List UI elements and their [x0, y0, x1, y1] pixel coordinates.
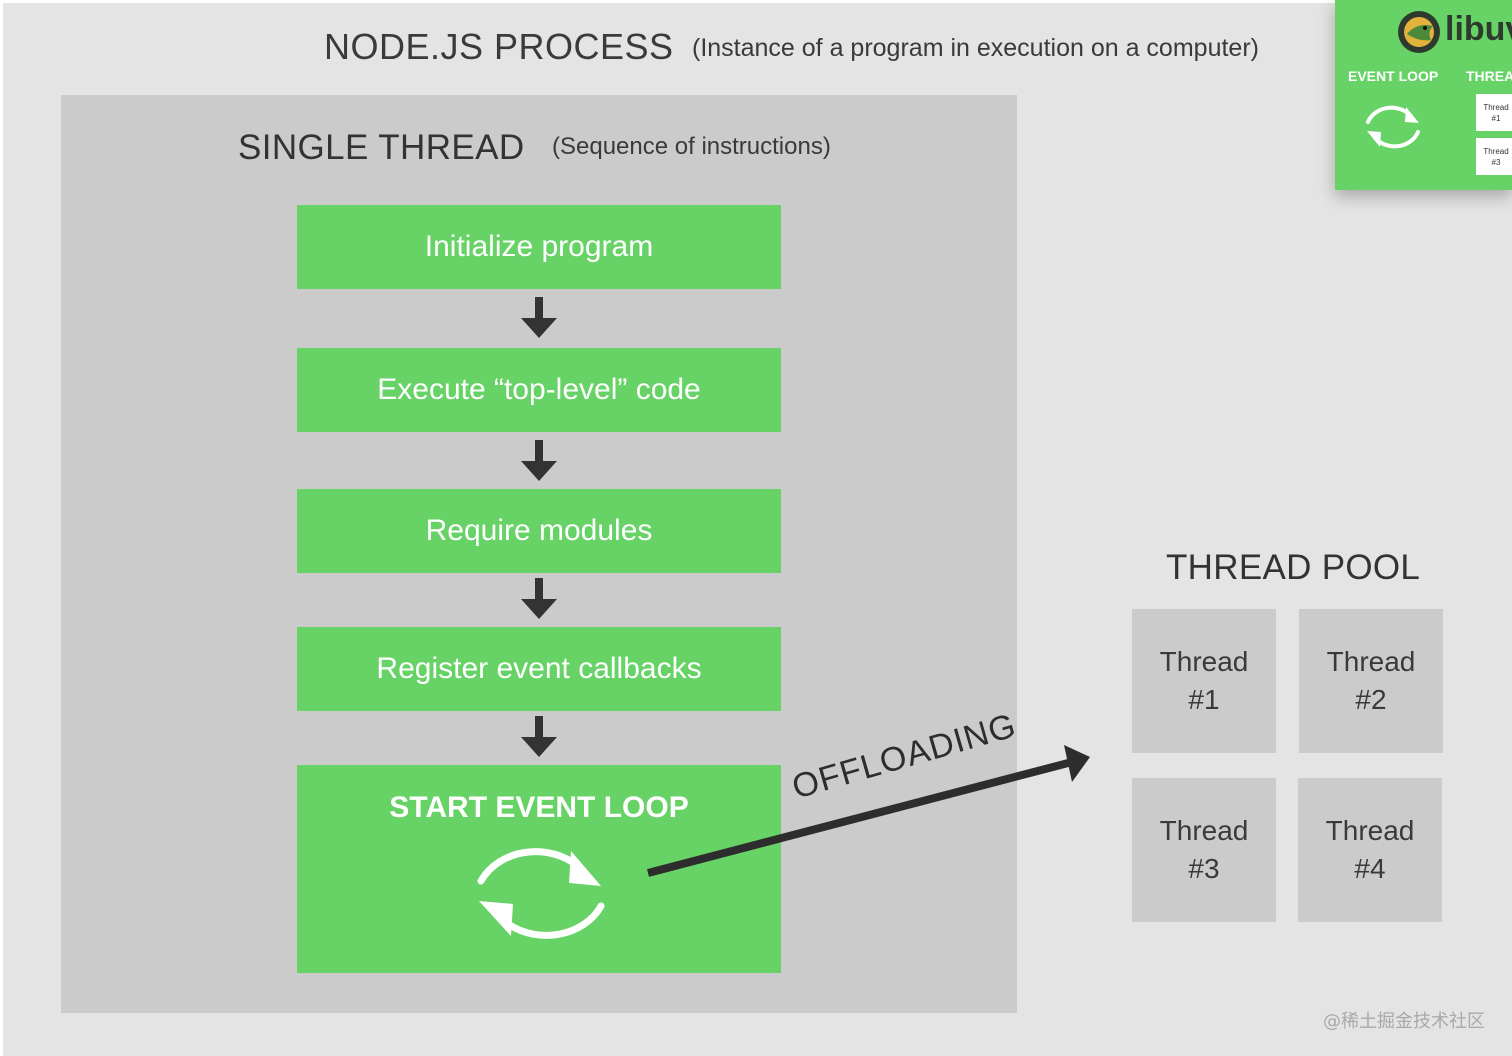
libuv-event-loop-label: EVENT LOOP: [1348, 68, 1439, 84]
mini-loop-arrows-icon: [1366, 105, 1420, 149]
thread-label: Thread: [1159, 815, 1249, 846]
single-thread-subtitle: (Sequence of instructions): [552, 133, 831, 160]
thread-2-box: Thread #2: [1299, 609, 1443, 753]
libuv-thread-pool-label: THREA: [1466, 68, 1512, 84]
step-initialize-program: Initialize program: [297, 205, 781, 289]
thread-pool-title: THREAD POOL: [1166, 548, 1421, 587]
step-require-modules: Require modules: [297, 489, 781, 573]
thread-number: #1: [1188, 684, 1220, 715]
watermark: @稀土掘金技术社区: [1323, 1011, 1485, 1032]
thread-number: #4: [1354, 853, 1386, 884]
libuv-badge: libuv EVENT LOOP THREA Thread #1 Thread …: [1335, 0, 1512, 190]
step-register-event-callbacks: Register event callbacks: [297, 627, 781, 711]
process-title: NODE.JS PROCESS: [324, 26, 674, 67]
thread-4-box: Thread #4: [1298, 778, 1442, 922]
thread-label: Thread: [1325, 815, 1415, 846]
thread-number: #3: [1188, 853, 1220, 884]
loop-arrows-icon: [477, 848, 605, 939]
mini-thread-label: Thread: [1483, 102, 1509, 112]
thread-3-box: Thread #3: [1132, 778, 1276, 922]
libuv-name: libuv: [1445, 10, 1512, 48]
libuv-dinosaur-logo-icon: [1398, 11, 1440, 53]
arrow-down-icon: [521, 578, 557, 619]
mini-thread-label: Thread: [1483, 146, 1509, 156]
arrow-down-icon: [521, 440, 557, 481]
mini-thread-1: Thread #1: [1476, 94, 1512, 131]
process-subtitle: (Instance of a program in execution on a…: [692, 34, 1259, 62]
start-event-loop-label: START EVENT LOOP: [389, 791, 689, 824]
arrow-down-icon: [521, 297, 557, 338]
arrow-down-icon: [521, 716, 557, 757]
thread-label: Thread: [1159, 646, 1249, 677]
thread-1-box: Thread #1: [1132, 609, 1276, 753]
step-execute-top-level-code: Execute “top-level” code: [297, 348, 781, 432]
mini-thread-number: #1: [1491, 113, 1501, 123]
start-event-loop-box: START EVENT LOOP: [297, 765, 781, 973]
single-thread-title: SINGLE THREAD: [238, 128, 525, 167]
thread-label: Thread: [1326, 646, 1416, 677]
thread-number: #2: [1355, 684, 1387, 715]
mini-thread-number: #3: [1491, 157, 1501, 167]
mini-thread-3: Thread #3: [1476, 138, 1512, 175]
